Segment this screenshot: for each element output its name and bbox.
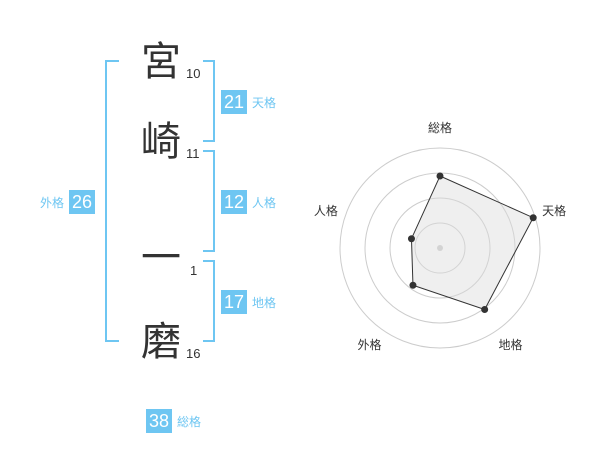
gaikaku-value: 26 xyxy=(69,190,96,214)
chikaku-value: 17 xyxy=(221,290,247,314)
gaikaku-badge: 外格 26 xyxy=(40,190,96,214)
jinkaku-value: 12 xyxy=(221,190,247,214)
name-char-2: 崎 xyxy=(141,119,181,165)
radar-axis-label-4: 外格 xyxy=(357,337,381,352)
radar-point-2 xyxy=(529,214,537,222)
soukaku-badge: 38 総格 xyxy=(146,409,201,433)
radar-ring-4 xyxy=(339,147,541,349)
radar-point-4 xyxy=(409,281,417,289)
chikaku-badge: 17 地格 xyxy=(221,290,276,314)
jinkaku-label: 人格 xyxy=(252,195,277,210)
tenkaku-badge: 21 天格 xyxy=(221,90,276,114)
stroke-count-2: 11 xyxy=(186,146,200,161)
tenkaku-bracket xyxy=(203,60,215,142)
stroke-count-3: 1 xyxy=(190,263,198,278)
radar-point-1 xyxy=(436,172,444,180)
radar-polygon xyxy=(410,175,534,311)
stroke-count-4: 16 xyxy=(186,346,201,361)
radar-axis-label-2: 天格 xyxy=(542,203,566,218)
radar-center xyxy=(437,245,443,251)
radar-ring-1 xyxy=(414,222,466,274)
radar-point-5 xyxy=(407,235,415,243)
jinkaku-bracket xyxy=(203,150,215,252)
tenkaku-label: 天格 xyxy=(252,95,277,110)
radar-axis-label-3: 地格 xyxy=(499,337,523,352)
tenkaku-value: 21 xyxy=(221,90,247,114)
gaikaku-bracket xyxy=(105,60,119,342)
radar-point-3 xyxy=(481,305,489,313)
name-char-3: 一 xyxy=(141,235,181,281)
radar-ring-2 xyxy=(389,197,491,299)
name-char-4: 磨 xyxy=(141,319,181,365)
soukaku-value: 38 xyxy=(146,409,172,433)
radar-rings xyxy=(339,147,541,349)
soukaku-label: 総格 xyxy=(177,414,202,429)
gaikaku-label: 外格 xyxy=(40,195,65,210)
name-char-1: 宮 xyxy=(141,39,181,85)
jinkaku-badge: 12 人格 xyxy=(221,190,276,214)
stroke-count-1: 10 xyxy=(186,66,201,81)
chikaku-label: 地格 xyxy=(252,295,277,310)
radar-axis-label-1: 総格 xyxy=(428,120,452,135)
radar-axis-label-5: 人格 xyxy=(314,203,338,218)
chikaku-bracket xyxy=(203,260,215,342)
radar-shape xyxy=(407,172,537,313)
